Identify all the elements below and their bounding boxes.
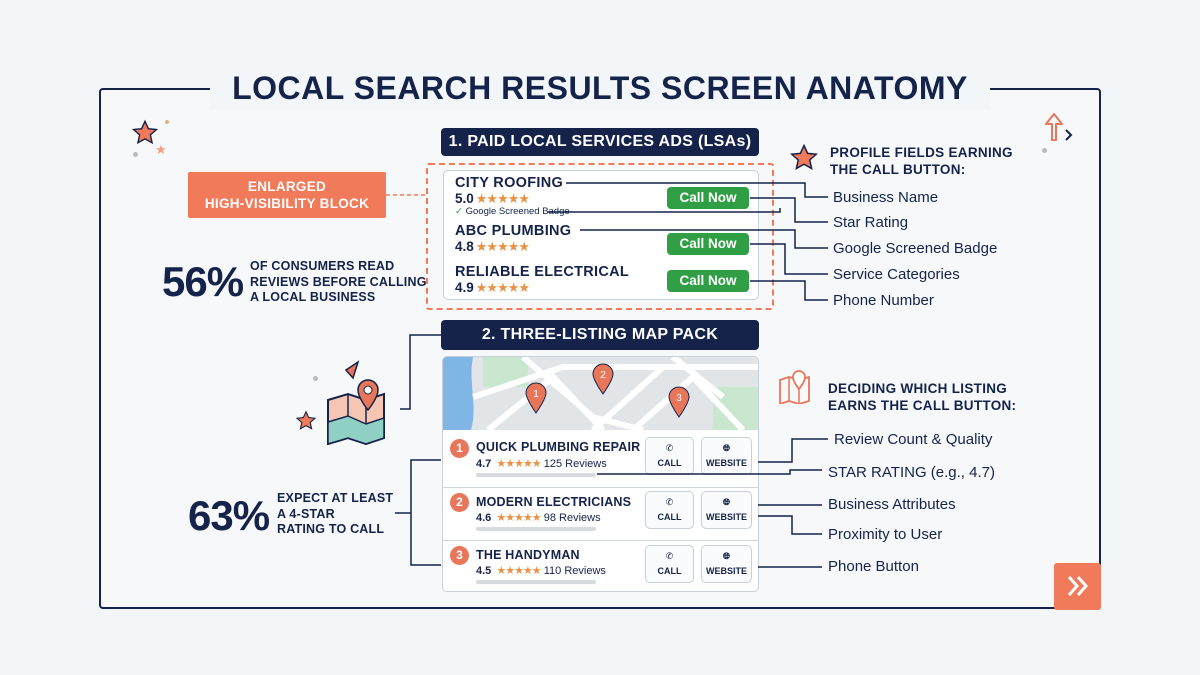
svg-text:1: 1 xyxy=(533,389,539,400)
svg-text:3: 3 xyxy=(676,393,682,404)
listing-number-1: 1 xyxy=(450,439,469,458)
up-arrow-icon xyxy=(1040,110,1076,151)
factor-business-attributes: Business Attributes xyxy=(828,496,956,513)
map-pin-1: 1 xyxy=(524,382,548,419)
listing-number-3: 3 xyxy=(450,546,469,565)
map-pin-2: 2 xyxy=(591,363,615,400)
lsa-rating-2: 4.8★★★★★ xyxy=(455,239,530,254)
factor-phone-button: Phone Button xyxy=(828,558,919,575)
svg-text:2: 2 xyxy=(600,370,606,381)
factor-star-rating: STAR RATING (e.g., 4.7) xyxy=(828,464,995,481)
badge: ✓ Google Screened Badge xyxy=(455,206,570,217)
folded-map-icon xyxy=(318,360,393,450)
map-listing-name-2: MODERN ELECTRICIANS xyxy=(476,495,632,509)
dot-decoration xyxy=(313,376,318,381)
enlarged-callout: ENLARGED HIGH-VISIBILITY BLOCK xyxy=(188,172,386,218)
stat1-value: 56% xyxy=(162,258,244,305)
rating-stars: ★★★★★ xyxy=(475,280,530,295)
website-button-1[interactable]: 🌐︎WEBSITE xyxy=(701,437,752,475)
lsa-rating-3: 4.9★★★★★ xyxy=(455,280,530,295)
map-pin-icon xyxy=(777,368,813,409)
map-listing-rating-3: 4.5 ★★★★★ 110 Reviews xyxy=(476,565,606,577)
divider xyxy=(443,487,758,488)
field-star-rating: Star Rating xyxy=(833,214,909,231)
factor-review-count: Review Count & Quality xyxy=(834,431,993,448)
phone-icon: ✆ xyxy=(665,443,674,453)
section2-header: 2. THREE-LISTING MAP PACK xyxy=(441,320,759,350)
call-button-2[interactable]: ✆CALL xyxy=(645,491,694,529)
placeholder-bar xyxy=(476,527,596,531)
dot-decoration xyxy=(165,120,169,124)
star-icon xyxy=(131,119,159,152)
double-chevron-icon[interactable] xyxy=(1054,563,1101,610)
phone-icon: ✆ xyxy=(665,551,674,561)
divider xyxy=(443,540,758,541)
rating-stars: ★★★★★ xyxy=(475,239,530,254)
phone-icon: ✆ xyxy=(665,497,674,507)
factor-proximity: Proximity to User xyxy=(828,526,943,543)
map-pin-3: 3 xyxy=(667,386,691,423)
lsa-rating-1: 5.0★★★★★ xyxy=(455,191,530,206)
website-button-2[interactable]: 🌐︎WEBSITE xyxy=(701,491,752,529)
listing-number-2: 2 xyxy=(450,493,469,512)
globe-icon: 🌐︎ xyxy=(722,443,731,453)
field-business-name: Business Name xyxy=(833,189,939,206)
star-icon xyxy=(789,143,819,178)
rating-stars: ★★★★★ xyxy=(475,191,530,206)
dot-decoration xyxy=(1042,148,1047,153)
website-button-3[interactable]: 🌐︎WEBSITE xyxy=(701,545,752,583)
map-listing-rating-2: 4.6 ★★★★★ 98 Reviews xyxy=(476,512,601,524)
call-button-1[interactable]: ✆CALL xyxy=(645,437,694,475)
call-now-button-1[interactable]: Call Now xyxy=(667,187,749,209)
map-listing-name-3: THE HANDYMAN xyxy=(476,548,580,562)
dot-decoration xyxy=(133,152,138,157)
page-title: LOCAL SEARCH RESULTS SCREEN ANATOMY xyxy=(210,66,990,110)
small-star-icon: ★ xyxy=(155,142,167,157)
call-now-button-3[interactable]: Call Now xyxy=(667,270,749,292)
map-listing-rating-1: 4.7 ★★★★★ 125 Reviews xyxy=(476,458,607,470)
placeholder-bar xyxy=(476,580,596,584)
lsa-name-2: ABC PLUMBING xyxy=(455,223,572,239)
lsa-dashed-block xyxy=(426,163,774,310)
lsa-name-1: CITY ROOFING xyxy=(455,175,564,191)
call-now-button-2[interactable]: Call Now xyxy=(667,233,749,255)
globe-icon: 🌐︎ xyxy=(722,497,731,507)
call-button-3[interactable]: ✆CALL xyxy=(645,545,694,583)
placeholder-bar xyxy=(476,473,596,477)
map-listing-name-1: QUICK PLUMBING REPAIR xyxy=(476,440,641,454)
field-google-badge: Google Screened Badge xyxy=(833,240,998,257)
stat2-value: 63% xyxy=(188,492,270,539)
section1-header: 1. PAID LOCAL SERVICES ADS (LSAs) xyxy=(441,128,759,156)
field-service-categories: Service Categories xyxy=(833,266,960,283)
globe-icon: 🌐︎ xyxy=(722,551,731,561)
star-icon xyxy=(295,410,317,437)
lsa-name-3: RELIABLE ELECTRICAL xyxy=(455,264,630,280)
field-phone-number: Phone Number xyxy=(833,292,934,309)
check-icon: ✓ xyxy=(455,206,463,217)
